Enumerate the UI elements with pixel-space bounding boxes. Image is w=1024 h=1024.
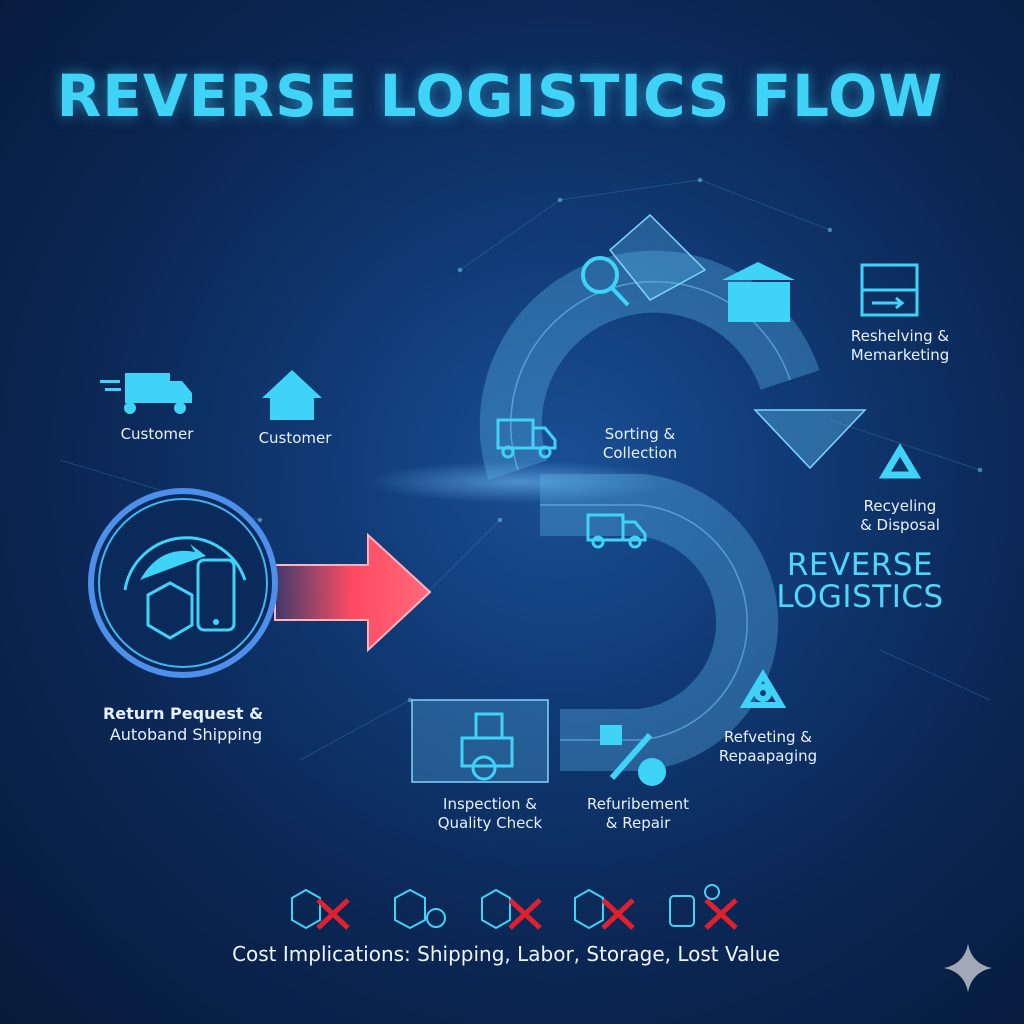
network-decoration bbox=[59, 177, 991, 761]
inspection-label: Inspection &Quality Check bbox=[437, 795, 543, 832]
s-flow-arrow bbox=[411, 213, 867, 783]
recycle-icon bbox=[878, 443, 922, 479]
reshelving-label: Reshelving &Memarketing bbox=[850, 327, 950, 364]
house-icon bbox=[262, 370, 322, 420]
box-dollar-icon bbox=[460, 712, 514, 781]
return-request-icon bbox=[88, 488, 278, 678]
magnifier-icon bbox=[581, 256, 630, 307]
box-x-icon bbox=[574, 888, 635, 930]
box-x-icon bbox=[291, 888, 350, 930]
warehouse-icon bbox=[722, 262, 795, 322]
page-title: REVERSE LOGISTICS FLOW bbox=[56, 62, 944, 130]
cost-implications-label: Cost Implications: Shipping, Labor, Stor… bbox=[232, 942, 780, 966]
return-label-line2: Autoband Shipping bbox=[109, 725, 263, 744]
box-x-icon bbox=[481, 888, 542, 930]
return-label-line1: Return Pequest & bbox=[102, 704, 264, 723]
box-coin-icon bbox=[394, 888, 446, 930]
recycle-gear-icon bbox=[739, 669, 787, 708]
refveting-label: Refveting &Repaapaging bbox=[718, 728, 818, 765]
sorting-label: Sorting &Collection bbox=[602, 425, 678, 462]
wrench-gear-icon bbox=[600, 725, 666, 786]
dollar-x-icon bbox=[669, 884, 738, 930]
sparkle-icon bbox=[944, 944, 992, 992]
recycling-label: Recyeling& Disposal bbox=[860, 497, 940, 534]
shelving-icon bbox=[860, 263, 919, 317]
red-arrow bbox=[274, 532, 432, 653]
truck-icon bbox=[100, 373, 192, 414]
refurbishment-label: Refuribement& Repair bbox=[586, 795, 690, 832]
truck-icon bbox=[496, 418, 647, 549]
truck-label: Customer bbox=[120, 425, 194, 443]
house-label: Customer bbox=[258, 429, 332, 447]
